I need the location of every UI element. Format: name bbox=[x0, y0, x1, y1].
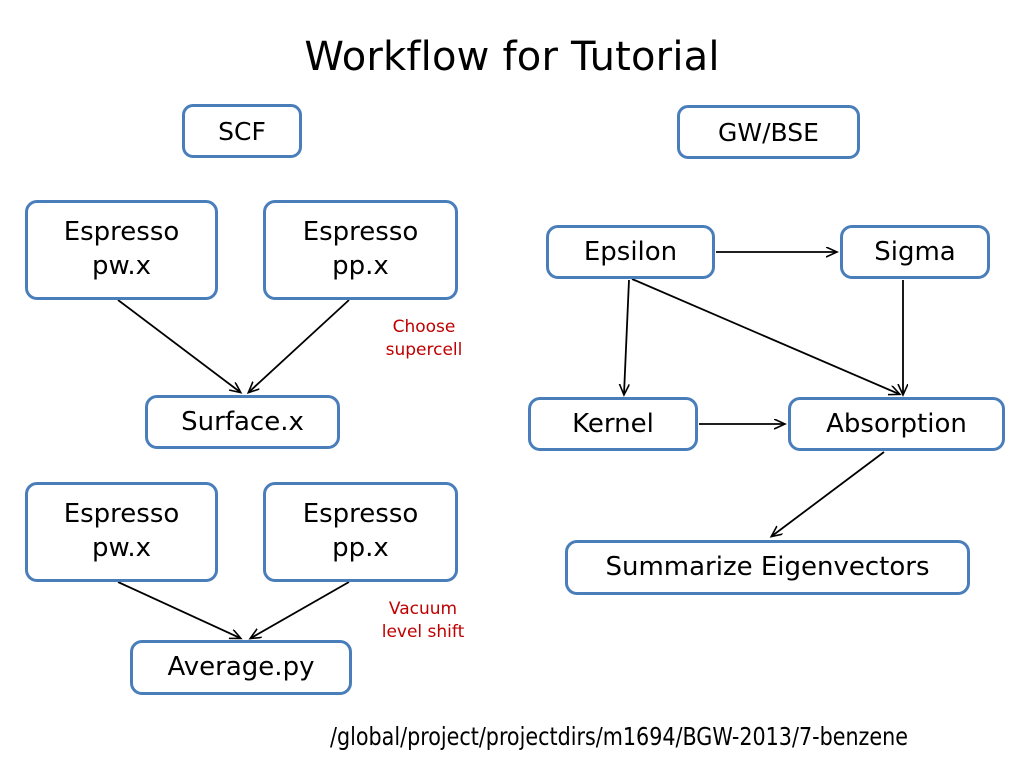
node-average-label: Average.py bbox=[167, 652, 315, 683]
node-espresso-pw-top-label: Espresso pw.x bbox=[63, 217, 180, 281]
edge-pw-to-average bbox=[117, 581, 240, 638]
node-espresso-pp-bottom-label: Espresso pp.x bbox=[302, 499, 419, 563]
node-gwbse-header-label: GW/BSE bbox=[718, 117, 819, 147]
node-summarize-eigenvectors[interactable]: Summarize Eigenvectors bbox=[565, 540, 970, 595]
node-average[interactable]: Average.py bbox=[130, 640, 352, 695]
node-espresso-pw-top[interactable]: Espresso pw.x bbox=[25, 200, 218, 300]
node-summarize-eigenvectors-label: Summarize Eigenvectors bbox=[605, 552, 930, 583]
node-absorption[interactable]: Absorption bbox=[788, 397, 1005, 451]
footer-path-text: /global/project/projectdirs/m1694/BGW-20… bbox=[330, 722, 909, 751]
edge-pw-to-surface bbox=[117, 299, 240, 392]
node-gwbse-header[interactable]: GW/BSE bbox=[677, 105, 860, 159]
node-espresso-pp-top[interactable]: Espresso pp.x bbox=[263, 200, 458, 300]
node-scf-header[interactable]: SCF bbox=[182, 104, 302, 158]
node-espresso-pp-top-label: Espresso pp.x bbox=[302, 217, 419, 281]
annotation-choose-supercell: Choose supercell bbox=[385, 317, 463, 360]
node-surface-label: Surface.x bbox=[181, 406, 304, 437]
node-espresso-pp-bottom[interactable]: Espresso pp.x bbox=[263, 482, 458, 582]
node-epsilon-label: Epsilon bbox=[583, 236, 678, 267]
node-sigma[interactable]: Sigma bbox=[840, 225, 990, 279]
node-espresso-pw-bottom[interactable]: Espresso pw.x bbox=[25, 482, 218, 582]
page-title: Workflow for Tutorial bbox=[304, 34, 720, 80]
node-kernel-label: Kernel bbox=[572, 408, 654, 439]
edge-pp-to-average bbox=[251, 581, 350, 638]
node-espresso-pw-bottom-label: Espresso pw.x bbox=[63, 499, 180, 563]
edge-epsilon-to-absorption bbox=[631, 278, 899, 394]
node-kernel[interactable]: Kernel bbox=[528, 397, 698, 451]
node-absorption-label: Absorption bbox=[826, 408, 967, 439]
node-sigma-label: Sigma bbox=[874, 236, 956, 267]
annotation-vacuum-level-shift: Vacuum level shift bbox=[381, 599, 465, 642]
edge-pp-to-surface bbox=[249, 299, 350, 392]
node-surface[interactable]: Surface.x bbox=[145, 395, 340, 449]
edge-epsilon-to-kernel bbox=[624, 279, 630, 394]
edge-absorption-to-summarize bbox=[772, 451, 885, 536]
node-scf-header-label: SCF bbox=[218, 116, 266, 146]
node-epsilon[interactable]: Epsilon bbox=[546, 225, 715, 279]
